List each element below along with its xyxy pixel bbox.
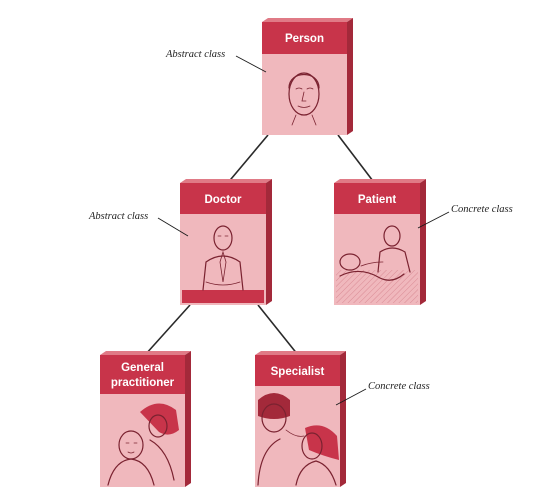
doctor-card: Doctor: [180, 179, 272, 305]
gp-card-title-line2: practitioner: [111, 377, 175, 389]
general-practitioner-card: General practitioner: [100, 351, 191, 487]
specialist-card-top: [255, 351, 346, 355]
patient-in-bed-icon: [336, 225, 418, 303]
patient-card-title: Patient: [358, 194, 397, 206]
edge-doctor-gp: [144, 304, 191, 356]
person-card: Person: [262, 18, 353, 135]
specialist-card-title: Specialist: [271, 366, 325, 378]
edge-doctor-specialist: [257, 304, 299, 356]
specialist-card: Specialist: [255, 351, 346, 487]
doctor-card-header: [180, 183, 266, 214]
gp-card-header: [100, 355, 185, 394]
gp-card-title-line1: General: [121, 362, 164, 374]
patient-annotation-leader: [417, 211, 450, 229]
specialist-with-patient-icon: [257, 393, 339, 486]
doctor-card-side: [266, 179, 272, 305]
gp-examining-patient-icon: [107, 403, 179, 486]
gp-card-top: [100, 351, 191, 355]
patient-card-top: [334, 179, 426, 183]
person-annotation-leader: [235, 55, 267, 73]
edge-person-doctor: [225, 134, 269, 186]
person-annotation: Abstract class: [165, 49, 225, 60]
doctor-card-body: [180, 214, 266, 305]
person-card-side: [347, 18, 353, 135]
doctor-annotation-leader: [157, 217, 189, 237]
patient-card-side: [420, 179, 426, 305]
person-card-header: [262, 22, 347, 54]
doctor-at-desk-icon: [182, 225, 264, 303]
specialist-card-side: [340, 351, 346, 487]
person-card-body: [262, 54, 347, 135]
specialist-annotation: Concrete class: [368, 381, 430, 392]
patient-card: Patient: [334, 179, 426, 305]
patient-card-header: [334, 183, 420, 214]
specialist-card-header: [255, 355, 340, 386]
doctor-card-title: Doctor: [204, 194, 242, 206]
edge-person-patient: [337, 134, 377, 186]
specialist-annotation-leader: [335, 388, 367, 406]
patient-annotation: Concrete class: [451, 204, 513, 215]
person-card-top: [262, 18, 353, 22]
person-card-title: Person: [285, 33, 324, 45]
face-portrait-icon: [288, 72, 320, 126]
doctor-card-top: [180, 179, 272, 183]
gp-card-side: [185, 351, 191, 487]
doctor-annotation: Abstract class: [88, 211, 148, 222]
